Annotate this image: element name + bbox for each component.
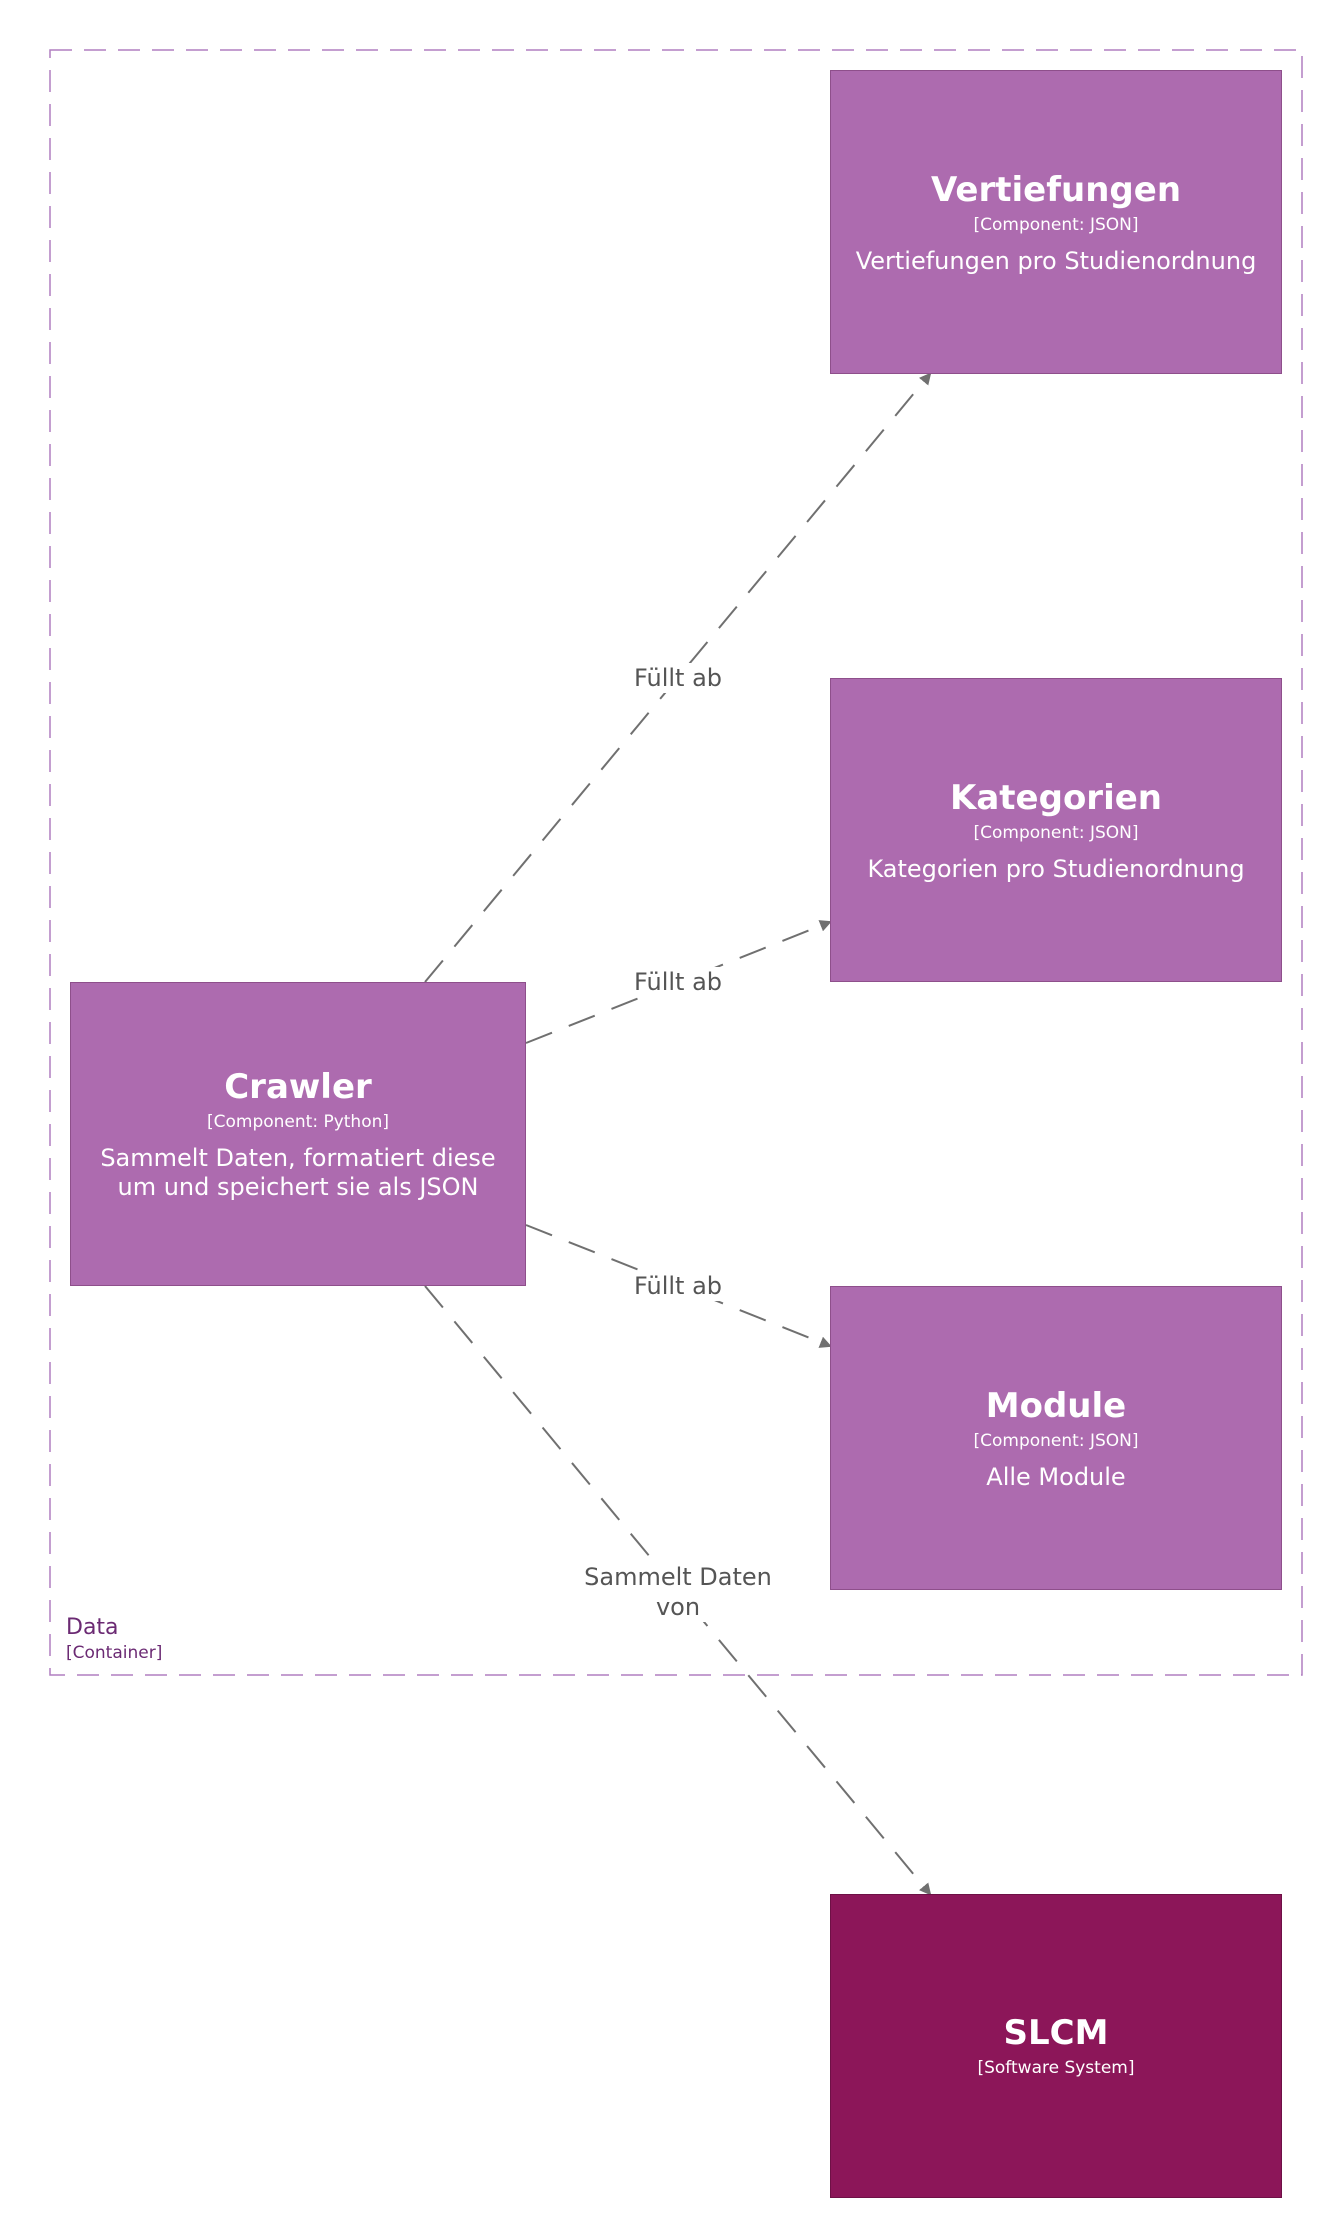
module-component[interactable]: Module [Component: JSON] Alle Module: [830, 1286, 1282, 1590]
module-description: Alle Module: [986, 1462, 1126, 1491]
crawler-component[interactable]: Crawler [Component: Python] Sammelt Date…: [70, 982, 526, 1286]
module-name: Module: [985, 1385, 1127, 1426]
crawler-description: Sammelt Daten, formatiert diese um und s…: [100, 1144, 496, 1201]
edge-label-crawler-vertiefungen: Füllt ab: [627, 663, 729, 693]
vertiefungen-component[interactable]: Vertiefungen [Component: JSON] Vertiefun…: [830, 70, 1282, 374]
slcm-name: SLCM: [1003, 2013, 1109, 2053]
kategorien-tech: [Component: JSON]: [973, 822, 1139, 843]
kategorien-component[interactable]: Kategorien [Component: JSON] Kategorien …: [830, 678, 1282, 982]
edge-label-crawler-slcm: Sammelt Daten von: [578, 1562, 778, 1622]
vertiefungen-tech: [Component: JSON]: [973, 214, 1139, 235]
slcm-tech: [Software System]: [977, 2058, 1135, 2078]
vertiefungen-description: Vertiefungen pro Studienordnung: [855, 246, 1257, 275]
container-boundary: [49, 49, 1303, 1676]
edge-label-crawler-module: Füllt ab: [627, 1271, 729, 1301]
edge-label-crawler-kategorien: Füllt ab: [627, 967, 729, 997]
module-tech: [Component: JSON]: [973, 1430, 1139, 1451]
container-name: Data: [66, 1615, 119, 1640]
crawler-name: Crawler: [224, 1067, 372, 1107]
kategorien-description: Kategorien pro Studienordnung: [867, 854, 1245, 883]
container-boundary-label: Data [Container]: [66, 1614, 162, 1664]
crawler-tech: [Component: Python]: [206, 1112, 390, 1132]
container-type: [Container]: [66, 1643, 163, 1663]
slcm-system[interactable]: SLCM [Software System]: [830, 1894, 1282, 2198]
vertiefungen-name: Vertiefungen: [930, 169, 1182, 210]
kategorien-name: Kategorien: [950, 777, 1162, 818]
